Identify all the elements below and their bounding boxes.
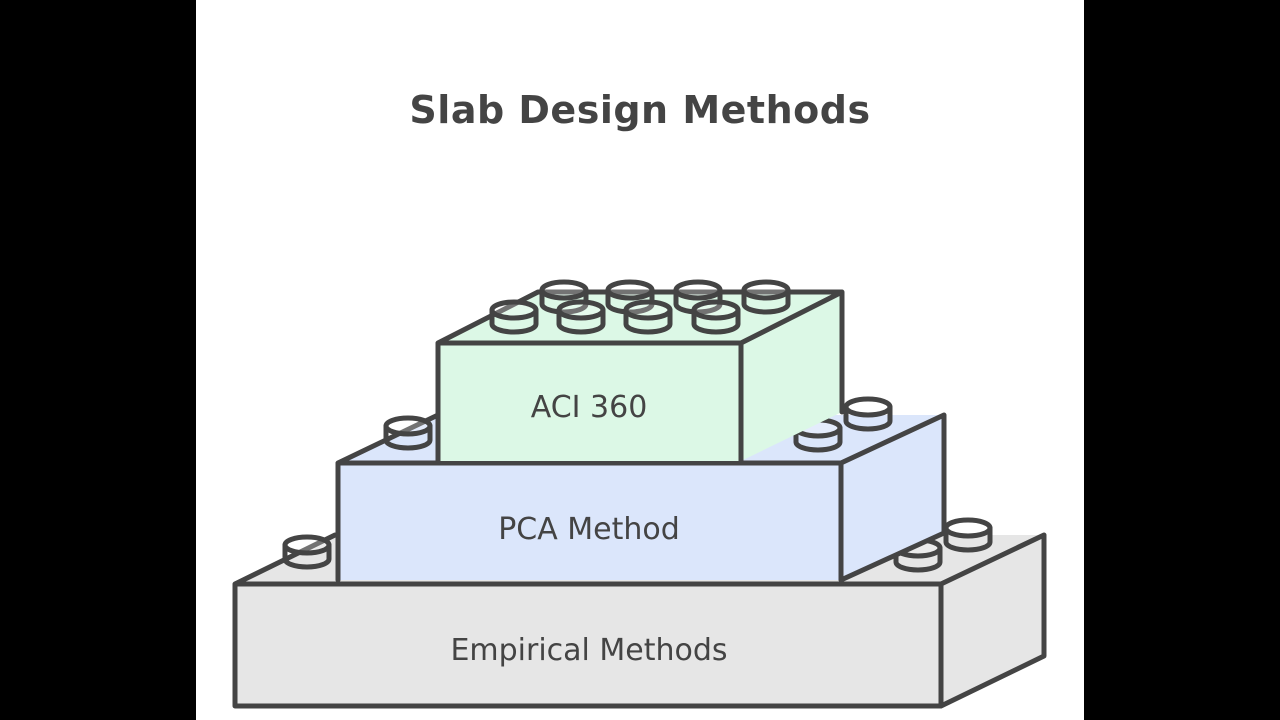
block-empirical-label: Empirical Methods bbox=[450, 633, 727, 668]
block-aci-front-face bbox=[438, 343, 741, 461]
stud bbox=[623, 299, 673, 335]
stud bbox=[556, 299, 606, 335]
block-pca-front-face bbox=[338, 463, 841, 580]
diagram-canvas: Slab Design Methods Empirical Methods bbox=[196, 0, 1084, 720]
stud bbox=[539, 279, 589, 315]
stud bbox=[489, 299, 539, 335]
stud bbox=[843, 396, 893, 432]
stud bbox=[282, 534, 332, 570]
block-pca-side-face bbox=[841, 415, 944, 580]
block-aci-studs bbox=[489, 279, 791, 335]
block-pca-label: PCA Method bbox=[498, 512, 680, 547]
block-empirical-front-face bbox=[235, 584, 941, 706]
block-aci-side-face bbox=[741, 292, 842, 461]
block-empirical-side-face bbox=[941, 535, 1044, 706]
lego-stack-diagram: Empirical Methods PCA Method bbox=[232, 279, 1047, 709]
diagram-title: Slab Design Methods bbox=[409, 88, 871, 132]
stud bbox=[741, 279, 791, 315]
block-aci-label: ACI 360 bbox=[531, 390, 648, 425]
block-pca-studs bbox=[383, 396, 893, 453]
stud bbox=[383, 415, 433, 451]
block-aci-outline bbox=[435, 289, 845, 464]
stud bbox=[691, 299, 741, 335]
